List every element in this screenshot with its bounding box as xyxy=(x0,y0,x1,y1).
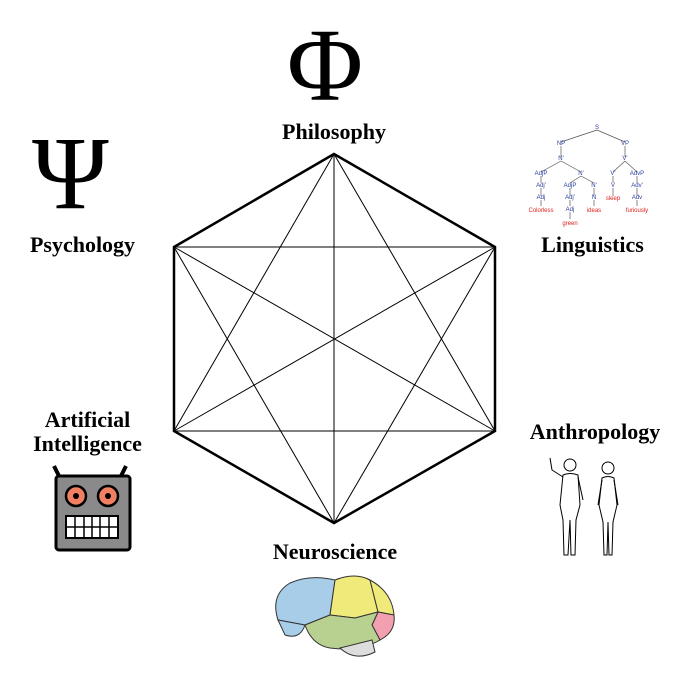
tree-word: furiously xyxy=(626,208,648,214)
tree-node: N xyxy=(592,195,596,201)
edge xyxy=(333,246,496,524)
ai-label: Artificial Intelligence xyxy=(10,408,165,456)
linguistics-label: Linguistics xyxy=(541,232,644,257)
philosophy-label: Philosophy xyxy=(282,119,386,144)
tree-node: N' xyxy=(558,156,563,162)
tree-word: ideas xyxy=(587,208,601,214)
ai-label-line2: Intelligence xyxy=(33,431,142,456)
tree-word: Colorless xyxy=(528,208,553,214)
tree-node: N' xyxy=(578,171,583,177)
hexagon-outline xyxy=(172,152,497,525)
ai-label-line1: Artificial xyxy=(44,407,131,432)
tree-node: S xyxy=(595,125,599,131)
anthropology-label: Anthropology xyxy=(529,419,661,444)
tree-node: Adj xyxy=(566,207,575,213)
tree-node: V' xyxy=(622,156,627,162)
tree-node: V' xyxy=(610,171,615,177)
tree-node: Adv xyxy=(632,195,642,201)
tree-node: Adj' xyxy=(565,195,575,201)
tree-node: Adj xyxy=(537,195,546,201)
tree-node: AdjP xyxy=(564,183,577,189)
edge xyxy=(173,246,335,524)
tree-node: NP xyxy=(557,141,565,147)
tree-node: Adv' xyxy=(631,183,642,189)
psychology-label: Psychology xyxy=(29,232,136,257)
phi-icon: Φ xyxy=(287,8,364,123)
tree-node: AdjP xyxy=(535,171,548,177)
connecting-lines xyxy=(173,153,496,524)
tree-node: AdvP xyxy=(630,171,644,177)
edge xyxy=(173,246,496,432)
tree-word: sleep xyxy=(606,196,621,202)
edge xyxy=(333,153,496,432)
tree-node: V xyxy=(611,183,615,189)
tree-node: N' xyxy=(591,183,596,189)
tree-node: VP xyxy=(621,141,629,147)
neuroscience-label: Neuroscience xyxy=(272,539,398,564)
tree-word: green xyxy=(562,221,577,227)
edge xyxy=(173,153,335,432)
tree-node: Adj' xyxy=(536,183,546,189)
psi-icon: Ψ xyxy=(32,116,109,231)
